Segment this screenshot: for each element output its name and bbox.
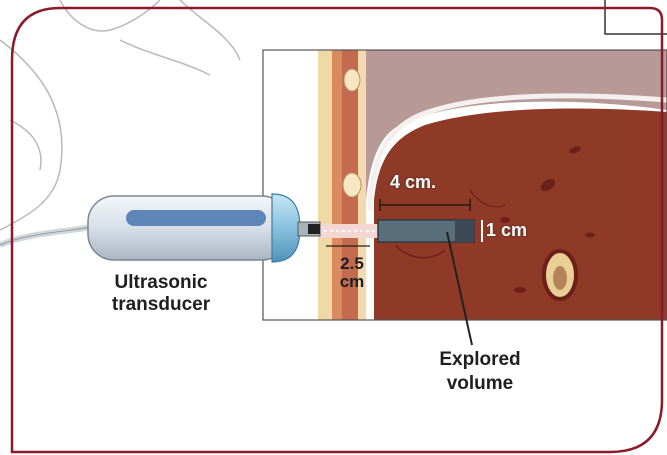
width-label: 1 cm <box>486 220 527 241</box>
explored-volume-line1: Explored <box>405 348 555 372</box>
explored-volume-line2: volume <box>405 372 555 396</box>
transducer-label-line2: transducer <box>76 294 246 316</box>
depth-label: 4 cm. <box>390 172 436 193</box>
transducer-label: Ultrasonic transducer <box>76 272 246 316</box>
ultrasound-probe-icon <box>0 194 320 262</box>
skin-depth-unit: cm <box>330 273 374 291</box>
tissue-cross-section <box>263 50 667 320</box>
rib-icon <box>343 173 361 197</box>
skin-depth-label: 2.5 cm <box>330 255 374 291</box>
ultrasound-beam <box>318 224 378 238</box>
skin-depth-value: 2.5 <box>330 255 374 273</box>
transducer-label-line1: Ultrasonic <box>76 272 246 294</box>
explored-volume-label: Explored volume <box>405 348 555 396</box>
